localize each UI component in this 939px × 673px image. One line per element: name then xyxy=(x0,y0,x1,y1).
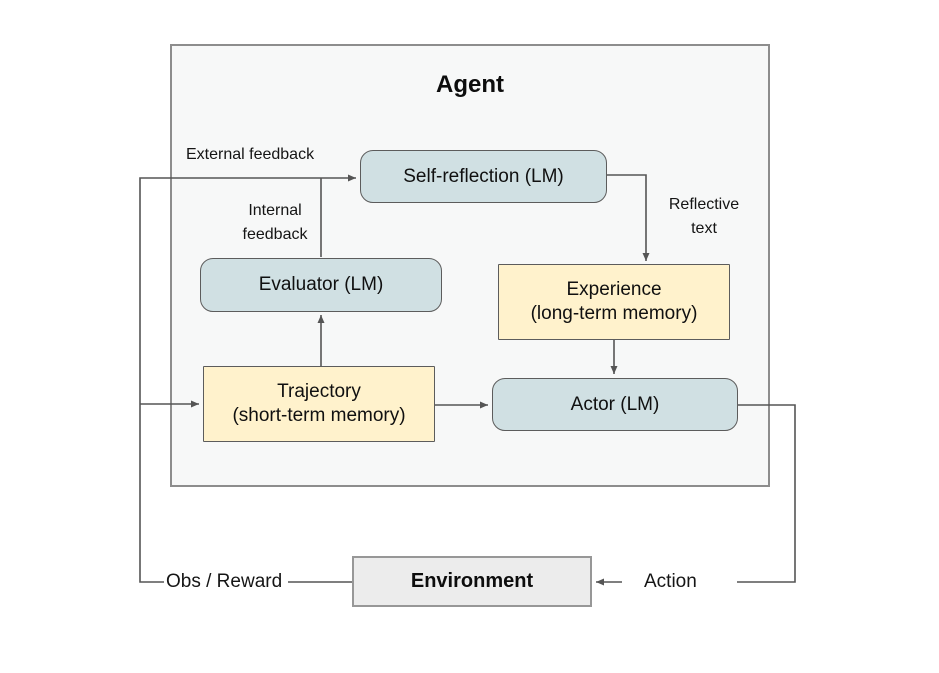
agent-title: Agent xyxy=(436,71,504,98)
self-reflection-node: Self-reflection (LM) xyxy=(360,150,607,203)
actor-label: Actor (LM) xyxy=(570,393,660,415)
self-reflection-label: Self-reflection (LM) xyxy=(403,165,564,187)
actor-node: Actor (LM) xyxy=(492,378,738,431)
obs-reward-label: Obs / Reward xyxy=(166,571,283,592)
external-feedback-label: External feedback xyxy=(186,146,315,163)
internal-feedback-label: Internal feedback xyxy=(225,199,325,247)
experience-label-line2: (long-term memory) xyxy=(530,303,698,324)
trajectory-node: Trajectory (short-term memory) xyxy=(203,366,435,442)
experience-node: Experience (long-term memory) xyxy=(498,264,730,340)
edge-actor-to-action xyxy=(737,404,796,583)
environment-label: Environment xyxy=(410,570,534,592)
evaluator-node: Evaluator (LM) xyxy=(200,258,442,312)
internal-feedback-line1: Internal xyxy=(248,202,302,219)
experience-label-line1: Experience xyxy=(566,279,662,301)
action-label: Action xyxy=(644,571,697,592)
edge-selfreflection-to-experience xyxy=(607,174,650,261)
edge-external-feedback xyxy=(139,174,356,583)
reflective-text-label: Reflective text xyxy=(655,193,753,241)
reflective-text-line1: Reflective xyxy=(668,196,740,213)
reflective-text-line2: text xyxy=(691,220,717,237)
internal-feedback-line2: feedback xyxy=(242,226,308,243)
trajectory-label-line2: (short-term memory) xyxy=(232,405,406,426)
evaluator-label: Evaluator (LM) xyxy=(258,274,384,296)
trajectory-label-line1: Trajectory xyxy=(277,381,361,403)
environment-node: Environment xyxy=(352,556,592,607)
